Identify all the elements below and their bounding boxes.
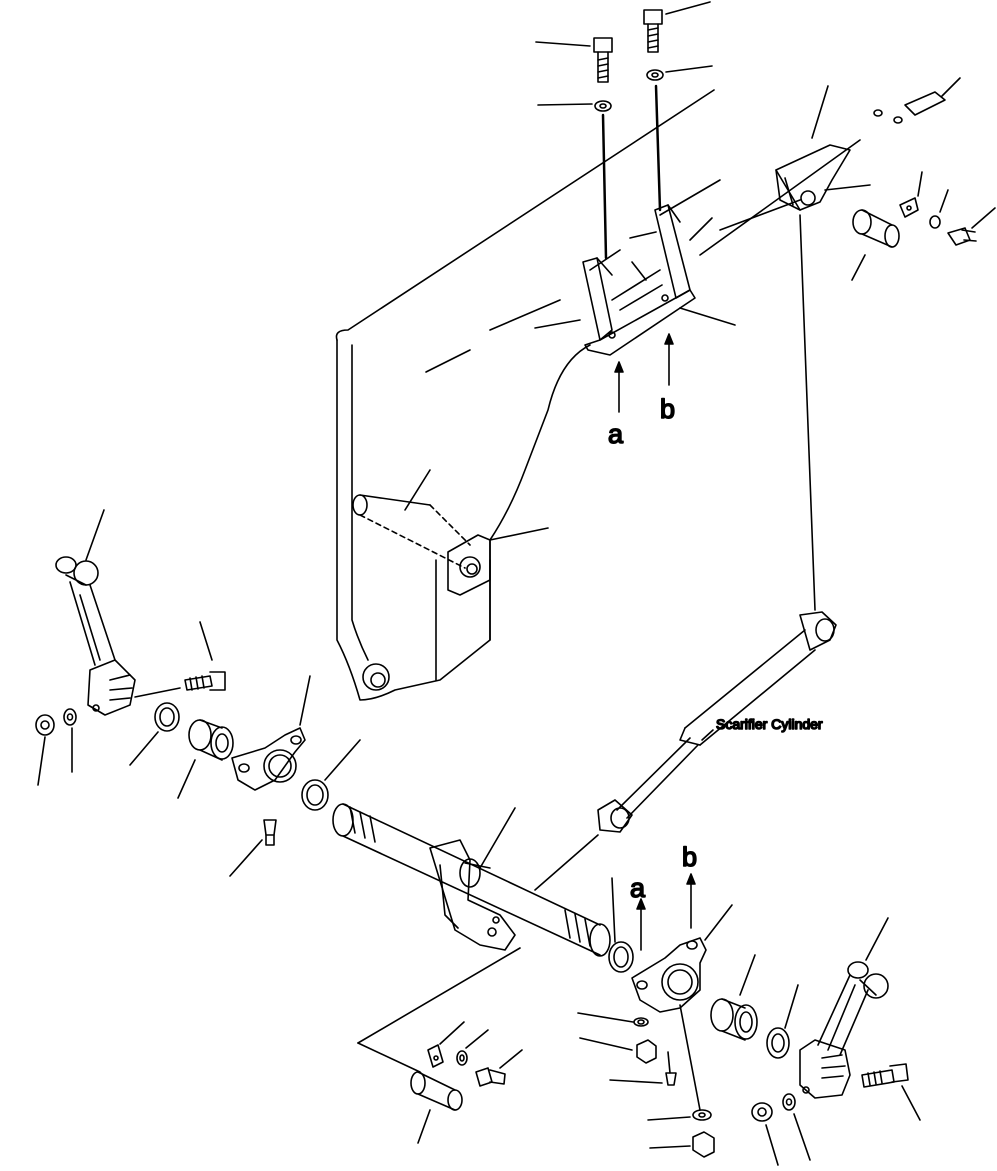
left-pillow-block <box>231 675 311 791</box>
top-right-small-parts <box>873 77 996 246</box>
callout-a-lower: a <box>630 873 646 903</box>
right-seal-ring <box>608 877 634 973</box>
mount-pin <box>851 209 900 281</box>
left-lever-bolt <box>134 621 226 698</box>
callout-b-upper: b <box>660 394 675 424</box>
left-bushing <box>177 719 234 799</box>
lever-pin-link <box>357 947 521 1073</box>
top-bolt-right <box>643 1 713 212</box>
center-shaft <box>332 803 611 957</box>
arrow-b-upper <box>664 333 674 386</box>
callout-a-upper: a <box>608 419 624 449</box>
right-bottom-hardware <box>577 1012 715 1158</box>
top-bracket <box>534 204 736 356</box>
right-washers <box>751 1093 811 1166</box>
right-pillow-block <box>631 904 733 1111</box>
scarifier-cylinder-label: Scarifier Cylinder <box>716 716 823 732</box>
right-lever-bolt <box>861 1063 921 1121</box>
frame-plate <box>335 89 861 701</box>
right-bushing <box>710 954 758 1041</box>
plate-pin <box>352 469 471 569</box>
left-lever <box>55 509 136 716</box>
bottom-left-pin <box>410 1071 463 1144</box>
arrow-a-upper <box>614 361 624 413</box>
right-bearing-ring <box>766 984 799 1059</box>
arrow-b-lower <box>686 873 696 929</box>
right-lever <box>799 917 889 1099</box>
left-washers <box>35 708 77 786</box>
bottom-left-plate <box>427 1021 523 1087</box>
left-bearing-ring <box>129 702 180 766</box>
cylinder-line <box>799 214 816 611</box>
plate-boss <box>447 527 549 596</box>
cylinder-mount-bracket <box>775 85 871 211</box>
scarifier-cylinder <box>534 611 837 891</box>
left-seal-ring <box>301 739 361 811</box>
callout-b-lower: b <box>682 842 697 872</box>
arrow-a-lower <box>636 898 646 951</box>
cylinder-label-leader <box>701 729 714 741</box>
top-bolt-left <box>535 37 613 260</box>
left-grease-fitting <box>229 819 277 877</box>
